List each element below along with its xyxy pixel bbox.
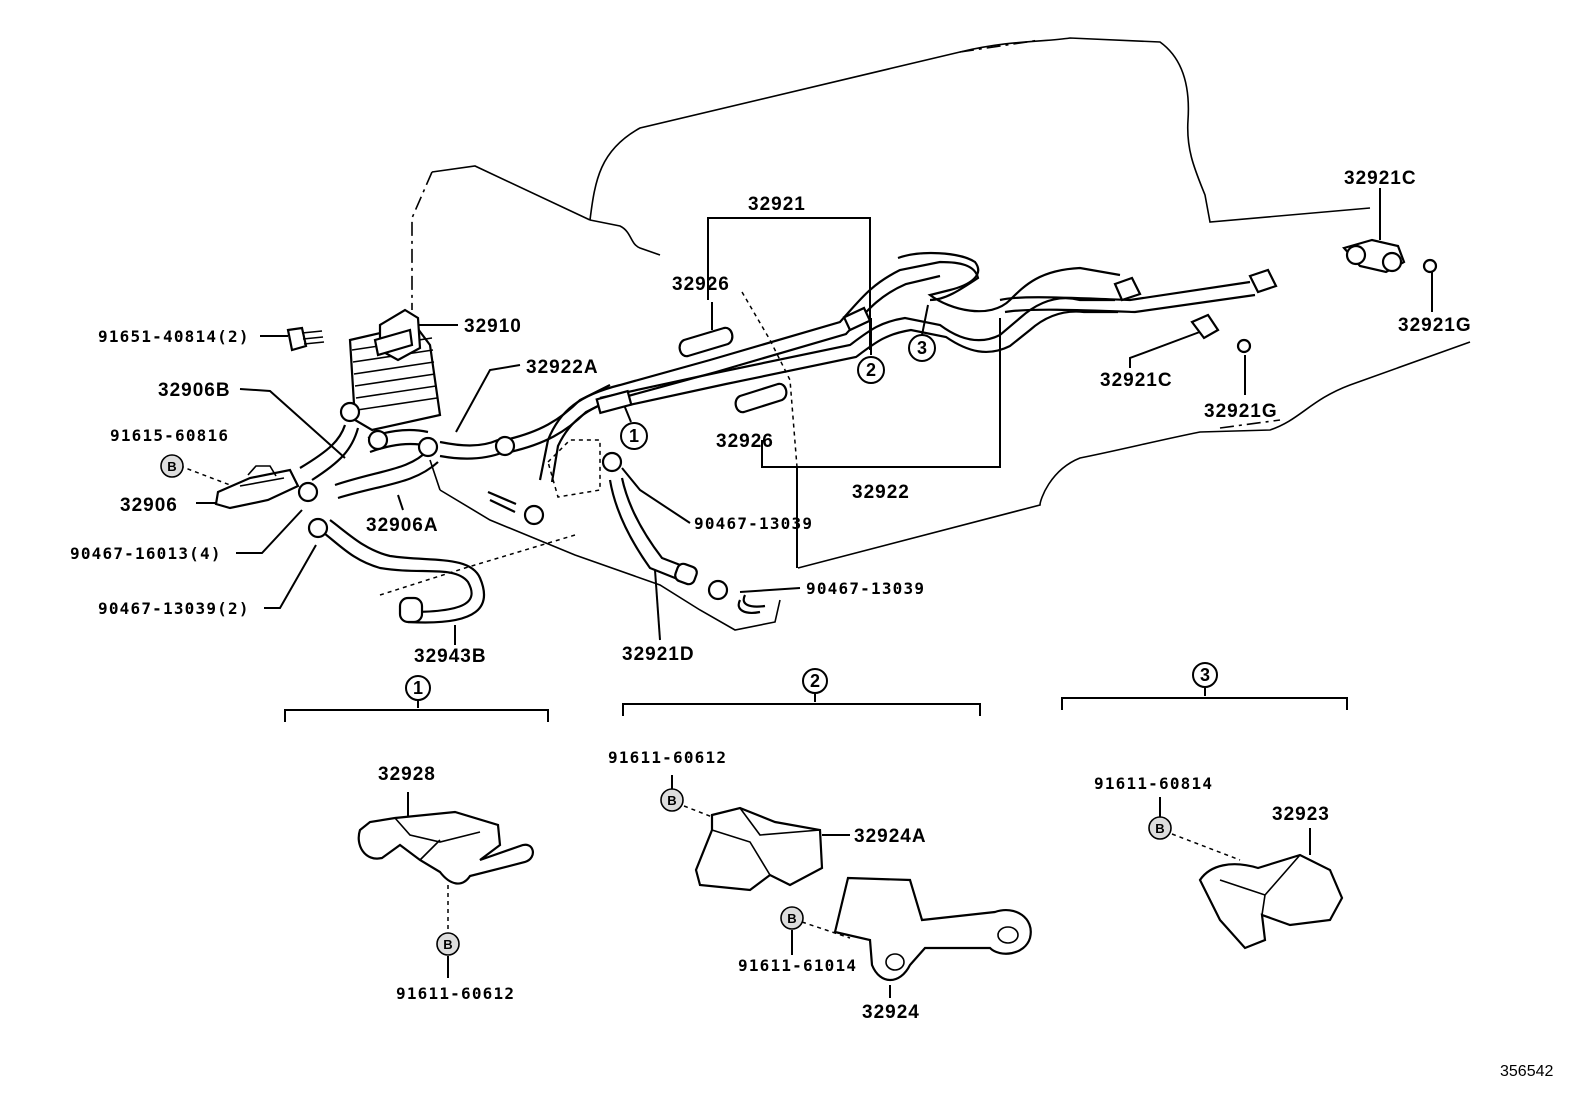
label-32906B: 32906B (158, 380, 231, 401)
label-90467-16013: 90467-16013(4) (70, 544, 222, 563)
label-32924: 32924 (862, 1002, 920, 1023)
callout-1: 1 (629, 426, 639, 446)
label-91611-60612-bottom: 91611-60612 (396, 984, 515, 1003)
callout-2: 2 (866, 360, 876, 380)
hose-clamps (297, 401, 729, 601)
label-91651-40814: 91651-40814(2) (98, 327, 250, 346)
bolt-marker: B (167, 459, 176, 474)
label-32926-top: 32926 (672, 274, 730, 295)
label-32910: 32910 (464, 316, 522, 337)
bolt-marker: B (787, 911, 796, 926)
label-32943B: 32943B (414, 646, 487, 667)
label-32921: 32921 (748, 194, 806, 215)
label-91611-61014: 91611-61014 (738, 956, 857, 975)
label-91615-60816: 91615-60816 (110, 426, 229, 445)
bolt-91651 (286, 326, 325, 352)
label-32923: 32923 (1272, 804, 1330, 825)
clamp-32928: B (357, 792, 534, 978)
bracket-32906 (214, 465, 300, 510)
label-32921C-top: 32921C (1344, 168, 1417, 189)
label-32922: 32922 (852, 482, 910, 503)
main-callouts: 1 2 3 (620, 334, 936, 450)
label-32906: 32906 (120, 495, 178, 516)
label-90467-13039-upper: 90467-13039 (694, 514, 813, 533)
label-32921D: 32921D (622, 644, 695, 665)
bracket-32924: B (780, 876, 1032, 998)
bolt-marker: B (1155, 821, 1164, 836)
group-callout-2: 2 (810, 671, 820, 691)
label-90467-13039-lower: 90467-13039 (806, 579, 925, 598)
callout-3: 3 (917, 338, 927, 358)
label-32926-mid: 32926 (716, 431, 774, 452)
label-32921G-right: 32921G (1204, 401, 1278, 422)
main-tubes (538, 251, 1278, 483)
bolt-markers: B (160, 454, 184, 478)
part-labels: 32921C 32921 32926 32910 91651-40814(2) … (70, 168, 1472, 1023)
bracket-32923: B (1148, 797, 1344, 950)
engine-outline (411, 37, 1471, 569)
label-91611-60612-group2: 91611-60612 (608, 748, 727, 767)
bolt-marker: B (667, 793, 676, 808)
label-90467-13039-2: 90467-13039(2) (98, 599, 250, 618)
label-32924A: 32924A (854, 826, 927, 847)
bracket-32924A: B (660, 775, 850, 892)
label-32928: 32928 (378, 764, 436, 785)
label-32906A: 32906A (366, 515, 439, 536)
bolt-marker: B (443, 937, 452, 952)
group-callout-3: 3 (1200, 665, 1210, 685)
group-callout-1: 1 (413, 678, 423, 698)
diagram-id: 356542 (1500, 1063, 1553, 1080)
leader-lines (179, 188, 1433, 645)
hose-32926 (678, 326, 788, 414)
group-brackets: 1 2 3 (284, 662, 1348, 722)
oil-cooler-32910 (348, 308, 442, 432)
label-32921G-top: 32921G (1398, 315, 1472, 336)
fittings (1190, 238, 1438, 354)
label-32922A: 32922A (526, 357, 599, 378)
label-91611-60814: 91611-60814 (1094, 774, 1213, 793)
label-32921C-right: 32921C (1100, 370, 1173, 391)
